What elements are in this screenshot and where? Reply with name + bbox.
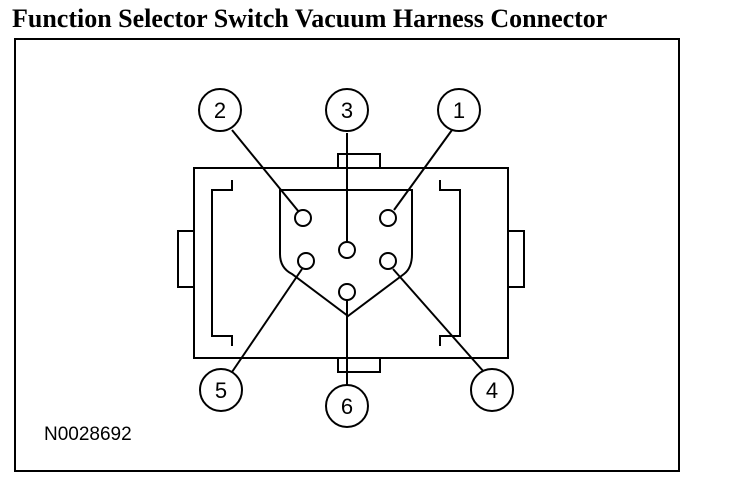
callout-4: 4 xyxy=(470,368,514,412)
left-inner-bracket xyxy=(211,180,233,346)
callout-2: 2 xyxy=(198,88,242,132)
left-side-tab xyxy=(177,230,195,288)
port-2 xyxy=(294,209,312,227)
callout-6-label: 6 xyxy=(341,394,353,419)
callout-3-label: 3 xyxy=(341,98,353,123)
leader-2 xyxy=(231,129,300,213)
callout-1: 1 xyxy=(437,88,481,132)
port-outline xyxy=(279,189,413,318)
connector-diagram: 2 3 1 5 6 4 xyxy=(177,88,525,428)
callout-5: 5 xyxy=(199,368,243,412)
callout-1-label: 1 xyxy=(453,98,465,123)
port-5 xyxy=(297,252,315,270)
bottom-lock-tab xyxy=(337,358,381,373)
right-side-tab xyxy=(507,230,525,288)
callout-6: 6 xyxy=(325,384,369,428)
leader-4 xyxy=(392,268,485,373)
leader-5 xyxy=(231,268,303,373)
part-number: N0028692 xyxy=(44,424,132,445)
port-4 xyxy=(379,252,397,270)
callout-5-label: 5 xyxy=(215,378,227,403)
callout-3: 3 xyxy=(325,88,369,132)
port-1 xyxy=(379,209,397,227)
top-lock-tab xyxy=(337,153,381,168)
port-3 xyxy=(338,241,356,259)
leader-1 xyxy=(393,129,453,211)
port-6 xyxy=(338,283,356,301)
callout-4-label: 4 xyxy=(486,378,498,403)
right-inner-bracket xyxy=(439,180,461,346)
diagram-frame xyxy=(14,38,680,472)
callout-2-label: 2 xyxy=(214,98,226,123)
diagram-title: Function Selector Switch Vacuum Harness … xyxy=(12,4,608,33)
